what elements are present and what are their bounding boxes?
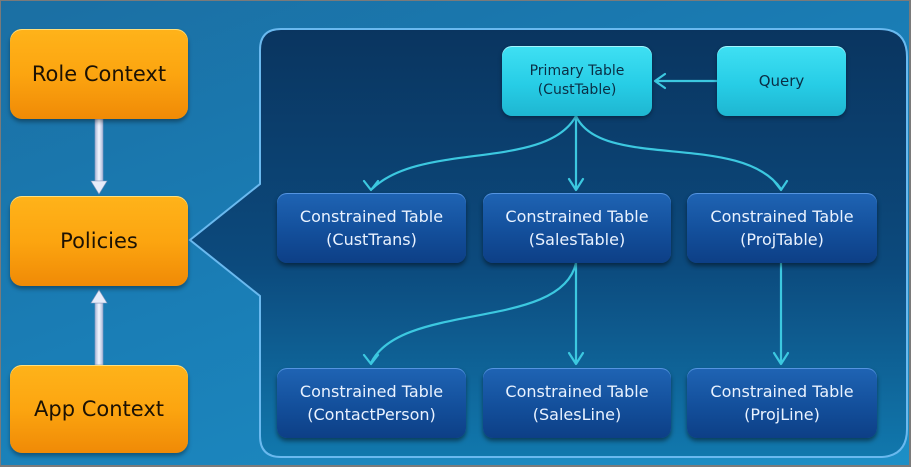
arrow-query-to-primary xyxy=(653,72,719,90)
constrained-table-contactperson[interactable]: Constrained Table (ContactPerson) xyxy=(277,368,466,438)
constrained-table-name: (ContactPerson) xyxy=(307,405,436,424)
constrained-table-custtrans[interactable]: Constrained Table (CustTrans) xyxy=(277,193,466,263)
constrained-table-title: Constrained Table xyxy=(505,207,649,226)
constrained-table-name: (CustTrans) xyxy=(326,230,417,249)
arrow-primary-to-projtable xyxy=(574,114,789,192)
constrained-table-projline[interactable]: Constrained Table (ProjLine) xyxy=(687,368,877,438)
constrained-table-name: (ProjTable) xyxy=(740,230,824,249)
constrained-table-title: Constrained Table xyxy=(710,207,854,226)
arrow-primary-to-salestable xyxy=(567,114,585,192)
arrow-app-to-policies xyxy=(90,289,108,366)
policies-box[interactable]: Policies xyxy=(10,196,188,286)
constrained-table-title: Constrained Table xyxy=(299,207,444,226)
query-label: Query xyxy=(758,71,805,90)
app-context-label: App Context xyxy=(34,397,164,421)
constrained-table-name: (SalesLine) xyxy=(532,405,622,424)
arrow-primary-to-custtrans xyxy=(362,114,578,192)
policies-label: Policies xyxy=(60,229,138,253)
primary-table-title: Primary Table xyxy=(529,63,625,79)
arrow-projtable-to-projline xyxy=(772,261,790,366)
primary-table-box[interactable]: Primary Table (CustTable) xyxy=(502,46,652,116)
app-context-box[interactable]: App Context xyxy=(10,365,188,453)
constrained-table-name: (ProjLine) xyxy=(744,405,820,424)
constrained-table-salesline[interactable]: Constrained Table (SalesLine) xyxy=(483,368,671,438)
constrained-table-name: (SalesTable) xyxy=(528,230,626,249)
constrained-table-title: Constrained Table xyxy=(710,382,854,401)
arrow-salestable-to-salesline xyxy=(567,261,585,366)
arrow-salestable-to-contactperson xyxy=(362,261,578,366)
constrained-table-title: Constrained Table xyxy=(299,382,444,401)
constrained-table-projtable[interactable]: Constrained Table (ProjTable) xyxy=(687,193,877,263)
primary-table-name: (CustTable) xyxy=(537,82,617,98)
query-box[interactable]: Query xyxy=(717,46,846,116)
role-context-box[interactable]: Role Context xyxy=(10,29,188,119)
arrow-role-to-policies xyxy=(90,118,108,195)
constrained-table-title: Constrained Table xyxy=(505,382,649,401)
role-context-label: Role Context xyxy=(31,62,167,86)
constrained-table-salestable[interactable]: Constrained Table (SalesTable) xyxy=(483,193,671,263)
